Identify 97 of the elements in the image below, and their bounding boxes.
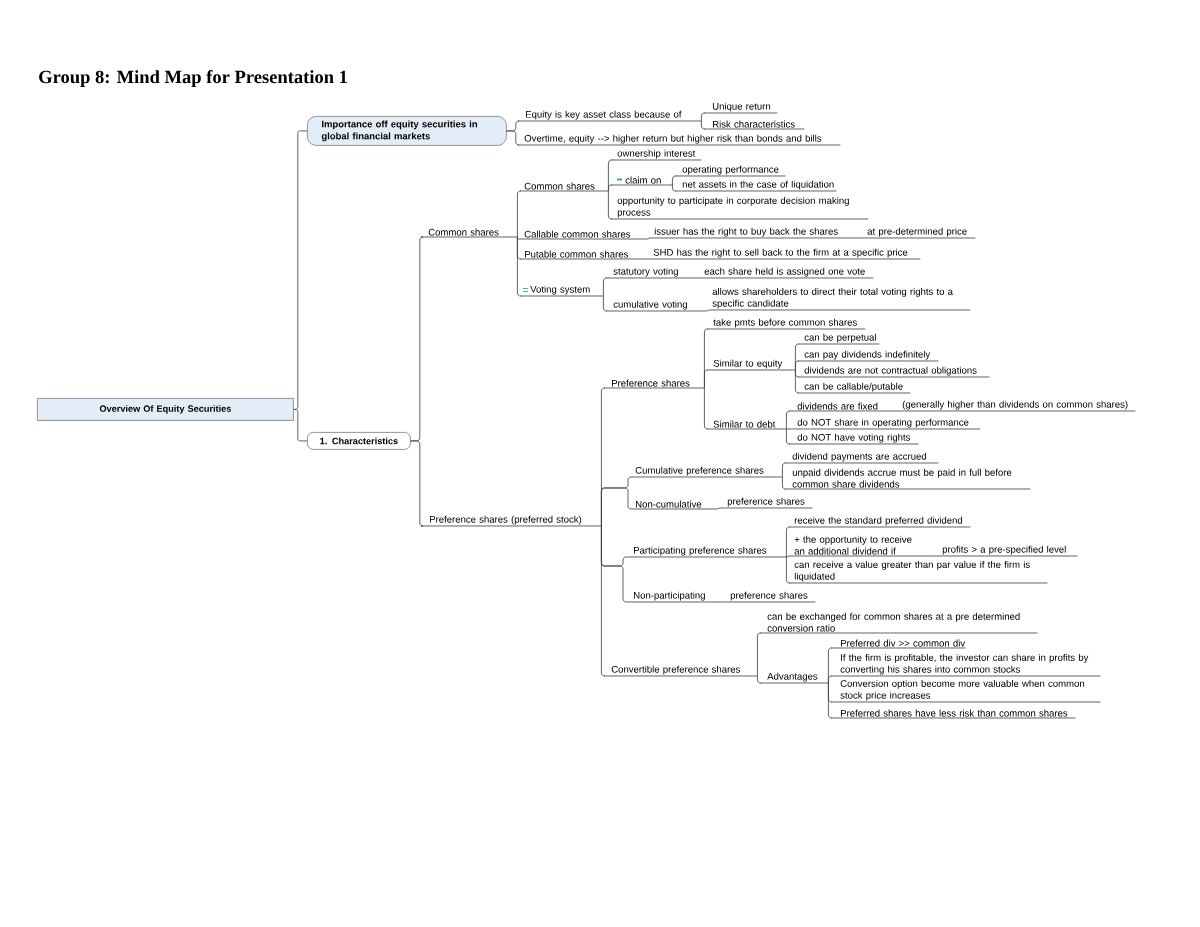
- topic-box: Importance off equity securities in global financial markets: [307, 116, 507, 146]
- underlined-topic: allows shareholders to direct their total voting rights to a specific candidate: [708, 287, 971, 311]
- underlined-topic: dividends are fixed: [788, 402, 895, 412]
- connector-line: [701, 112, 705, 122]
- connector-line: [601, 525, 605, 677]
- underlined-topic: can be exchanged for common shares at a pre determined conversion ratio: [759, 612, 1038, 634]
- connector-line: [647, 258, 651, 260]
- underlined-topic: dividends are not contractual obligations: [797, 366, 990, 378]
- underlined-topic: Preference shares (preferred stock): [420, 515, 602, 527]
- connector-line: [782, 476, 786, 490]
- connector-line: [517, 236, 521, 240]
- connector-line: [894, 410, 898, 412]
- connector-line: [782, 462, 786, 478]
- connector-line: [704, 369, 708, 389]
- underlined-topic: Similar to debt: [706, 420, 787, 430]
- underlined-topic: preference shares: [719, 497, 813, 509]
- underlined-topic: preference shares: [723, 591, 816, 603]
- connector-line: [786, 556, 790, 584]
- underlined-topic: If the firm is profitable, the investor can share in profits by converting his shares into common stocks: [830, 653, 1101, 677]
- underlined-topic: issuer has the right to buy back the shares: [649, 227, 859, 239]
- underlined-topic: Preferred shares have less risk than common shares: [830, 709, 1076, 719]
- underlined-topic: Convertible preference shares: [603, 665, 758, 677]
- underlined-topic: dividend payments are accrued: [784, 452, 939, 464]
- central-topic-box: Overview Of Equity Securities: [37, 398, 294, 421]
- underlined-topic: Similar to equity: [706, 359, 796, 371]
- underlined-topic: Conversion option become more valuable when common stock price increases: [830, 679, 1101, 703]
- underlined-topic: Cumulative preference shares: [631, 466, 783, 478]
- underlined-topic: can be callable/putable: [797, 382, 911, 394]
- underlined-topic: operating performance: [674, 165, 786, 177]
- connector-line: [858, 237, 862, 239]
- underlined-topic: Voting system: [519, 285, 604, 297]
- underlined-topic: Equity is key asset class because of: [517, 110, 702, 122]
- connector-line: [786, 410, 790, 430]
- underlined-topic: Callable common shares: [519, 230, 648, 240]
- connector-line: [828, 682, 832, 719]
- connector-line: [608, 184, 612, 192]
- topic-box: 1. Characteristics: [307, 432, 411, 450]
- connector-line: [699, 277, 703, 279]
- connector-line: [828, 675, 832, 684]
- connector-line: [517, 190, 521, 238]
- underlined-topic: Advantages: [759, 672, 829, 684]
- underlined-topic: Common shares: [519, 182, 609, 192]
- underlined-topic: do NOT have voting rights: [788, 433, 919, 445]
- connector-line: [757, 632, 761, 677]
- connector-line: [932, 555, 936, 557]
- connector-line: [608, 190, 612, 220]
- underlined-topic: cumulative voting: [605, 300, 707, 312]
- underlined-topic: profits > a pre-specified level: [934, 545, 1078, 557]
- connector-line: [795, 369, 799, 394]
- connector-line: [786, 428, 790, 430]
- underlined-topic: Common shares: [420, 228, 518, 238]
- connector-line: [786, 526, 790, 558]
- connector-line: [672, 175, 676, 186]
- connector-line: [603, 295, 607, 312]
- underlined-topic: ownership interest: [610, 149, 702, 161]
- connector-line: [795, 360, 799, 371]
- connector-line: [721, 601, 725, 603]
- underlined-topic: Non-participating: [626, 591, 722, 603]
- underlined-topic: Preferred div >> common div: [830, 639, 966, 649]
- underlined-topic: receive the standard preferred dividend: [788, 516, 971, 528]
- connector-line: [293, 409, 308, 442]
- connector-line: [410, 440, 424, 527]
- connector-line: [517, 236, 521, 297]
- underlined-topic: Overtime, equity --> higher return but higher risk than bonds and bills: [517, 134, 841, 146]
- underlined-topic: Unique return: [703, 102, 778, 114]
- underlined-topic: Putable common shares: [519, 250, 648, 260]
- connector-line: [701, 120, 705, 130]
- title: Group 8: Mind Map for Presentation 1: [39, 69, 347, 87]
- underlined-topic: Preference shares: [603, 379, 705, 389]
- underlined-topic: do NOT share in operating performance: [788, 418, 981, 430]
- connector-line: [786, 428, 790, 445]
- underlined-topic: Risk characteristics: [703, 120, 805, 130]
- connector-line: [603, 277, 607, 297]
- underlined-topic: Participating preference shares: [626, 546, 787, 558]
- underlined-topic: at pre-determined price: [860, 227, 976, 239]
- underlined-topic: can be perpetual: [797, 333, 880, 345]
- connector-line: [601, 487, 633, 527]
- underlined-topic: net assets in the case of liquidation: [674, 180, 837, 192]
- underlined-topic: each share held is assigned one vote: [701, 267, 874, 279]
- underlined-topic: claim on: [610, 176, 673, 186]
- connector-line: [704, 387, 708, 430]
- underlined-topic: statutory voting: [605, 267, 700, 279]
- underlined-topic: can receive a value greater than par value if the firm is liquidated: [788, 560, 1048, 584]
- connector-line: [293, 130, 308, 410]
- connector-line: [706, 309, 710, 312]
- underlined-topic: (generally higher than dividends on common shares): [896, 400, 1136, 412]
- connector-line: [672, 184, 676, 192]
- underlined-topic: unpaid dividends accrue must be paid in full before common share dividends: [784, 468, 1031, 490]
- connector-line: [757, 675, 761, 684]
- underlined-topic: Non-cumulative: [631, 500, 718, 510]
- connector-line: [786, 555, 790, 558]
- connector-line: [647, 237, 651, 240]
- underlined-topic: can pay dividends indefinitely: [797, 350, 939, 362]
- connector-line: [717, 507, 721, 510]
- underlined-topic: take pmts before common shares: [706, 318, 866, 330]
- connector-line: [506, 130, 520, 146]
- underlined-topic: SHD has the right to sell back to the firm at a specific price: [649, 248, 921, 260]
